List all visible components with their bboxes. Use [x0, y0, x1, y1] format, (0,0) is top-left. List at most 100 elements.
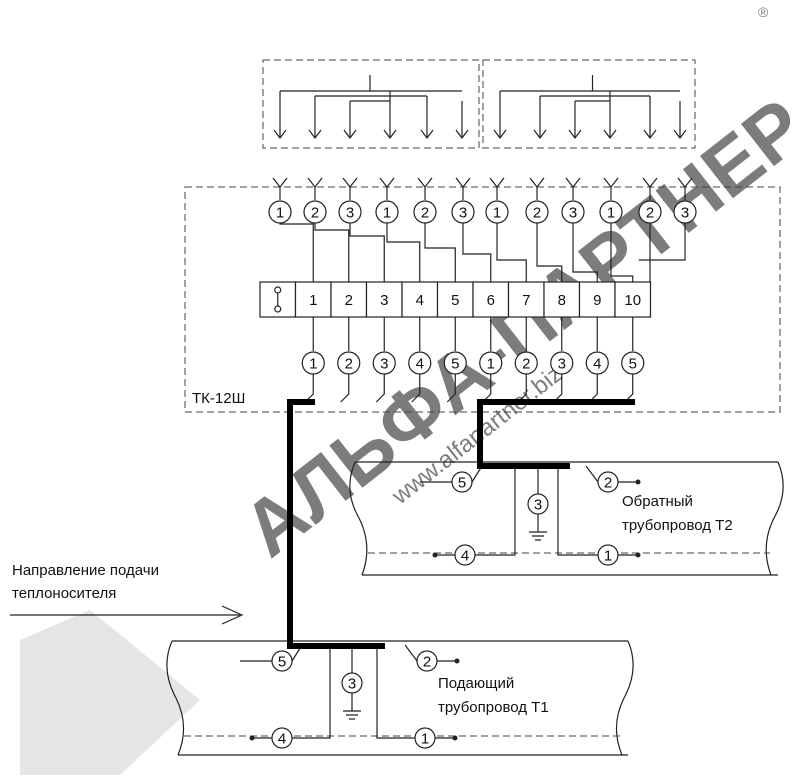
input-circle-12: 3: [673, 200, 697, 224]
terminal-label: 10: [624, 292, 641, 309]
return_pipe-sensor-3-number: 3: [534, 497, 542, 514]
input-circle-8-number: 2: [533, 205, 541, 222]
watermark-brand: АЛЬФА-ПАРТНЕР: [226, 81, 800, 573]
output-circle-1-number: 1: [309, 356, 317, 373]
terminal-2: [330, 281, 368, 318]
sensor-lead: [376, 645, 415, 739]
input-tap-icon: [417, 177, 433, 188]
flow-label-2: теплоносителя: [12, 585, 116, 602]
terminal-label: 2: [345, 292, 353, 309]
fan-arrow: [455, 129, 469, 139]
internal-wire: [349, 223, 385, 282]
supply_pipe-sensor-1: 1: [414, 727, 436, 749]
return_pipe-sensor-2: 2: [597, 471, 619, 493]
input-tap-icon: [342, 177, 358, 188]
internal-wire: [572, 223, 598, 282]
ground-terminal-dot: [274, 305, 282, 313]
input-circle-2: 2: [303, 200, 327, 224]
internal-wire: [279, 223, 314, 282]
terminal-6: [472, 281, 510, 318]
input-tap-icon: [529, 177, 545, 188]
input-tap-icon: [603, 177, 619, 188]
output-circle-6: 1: [479, 351, 503, 375]
sensor-dot: [454, 658, 460, 664]
input-tap-icon: [272, 177, 288, 188]
output-to-cable: [588, 374, 598, 403]
supply-pipe-break-right: [615, 640, 634, 756]
sensor-lead: [557, 466, 598, 556]
supply_pipe-sensor-5-number: 5: [278, 654, 286, 671]
supply_pipe-sensor-2-number: 2: [423, 654, 431, 671]
output-circle-10-number: 5: [629, 356, 637, 373]
internal-wire: [610, 223, 634, 282]
sensor-lead: [404, 644, 418, 662]
input-circle-7-number: 1: [493, 205, 501, 222]
return_pipe-sensor-4-number: 4: [461, 548, 469, 565]
supply-pipe-break-left: [166, 640, 185, 756]
return_pipe-sensor-1: 1: [597, 544, 619, 566]
fan-arrow: [308, 129, 322, 139]
output-to-cable: [304, 374, 314, 403]
output-to-cable: [624, 374, 634, 403]
connector-box-left: [262, 59, 480, 149]
supply_pipe-sensor-5: 5: [271, 650, 293, 672]
return_pipe-sensor-4: 4: [454, 544, 476, 566]
internal-wiring: [279, 223, 686, 282]
output-circle-1: 1: [301, 351, 325, 375]
output-circle-10: 5: [621, 351, 645, 375]
output-circle-8-number: 3: [558, 356, 566, 373]
flow-direction: Направление подачи теплоносителя: [10, 562, 244, 625]
input-circle-11-number: 2: [646, 205, 654, 222]
output-circle-4: 4: [408, 351, 432, 375]
fan-arrow: [603, 129, 617, 139]
input-circle-9: 3: [561, 200, 585, 224]
input-circle-6-number: 3: [459, 205, 467, 222]
internal-wire: [386, 223, 421, 282]
sensor-dot: [452, 735, 458, 741]
terminal-4: [401, 281, 439, 318]
output-to-cable: [340, 374, 350, 403]
output-circle-8: 3: [550, 351, 574, 375]
supply-cable: [287, 399, 385, 649]
input-circle-11: 2: [638, 200, 662, 224]
return-pipe-break-left: [349, 461, 368, 576]
fan-arrow: [673, 129, 687, 139]
output-circle-5: 5: [443, 351, 467, 375]
output-circle-7-number: 2: [522, 356, 530, 373]
ground-icon: [343, 710, 361, 720]
fan-arrow: [493, 129, 507, 139]
terminal-label: 1: [309, 292, 317, 309]
internal-wire: [496, 223, 527, 282]
input-circle-1: 1: [268, 200, 292, 224]
output-to-cable: [375, 374, 385, 403]
input-circle-4-number: 1: [383, 205, 391, 222]
return-cable: [477, 399, 635, 469]
input-circle-8: 2: [525, 200, 549, 224]
output-circle-3-number: 3: [380, 356, 388, 373]
fan-arrow: [273, 129, 287, 139]
output-circle-2: 2: [337, 351, 361, 375]
return-pipe-break-right: [765, 461, 784, 576]
terminal-label: 4: [416, 292, 424, 309]
internal-wire: [536, 223, 563, 282]
fan-arrow: [533, 129, 547, 139]
terminal-5: [436, 281, 474, 318]
watermark-registered: ®: [758, 4, 769, 20]
input-circle-10: 1: [599, 200, 623, 224]
fan-arrow: [643, 129, 657, 139]
input-circle-9-number: 3: [569, 205, 577, 222]
supply_pipe-sensor-3: 3: [341, 672, 363, 694]
input-circle-1-number: 1: [276, 205, 284, 222]
internal-wire: [424, 223, 456, 282]
return-pipe-label-1: Обратный: [622, 493, 693, 510]
output-circle-9: 4: [585, 351, 609, 375]
output-to-cable: [411, 374, 421, 403]
sensor-lead: [475, 466, 516, 556]
return_pipe-sensor-5-number: 5: [458, 475, 466, 492]
input-tap-icon: [307, 177, 323, 188]
return-pipe-label-2: трубопровод Т2: [622, 517, 733, 534]
